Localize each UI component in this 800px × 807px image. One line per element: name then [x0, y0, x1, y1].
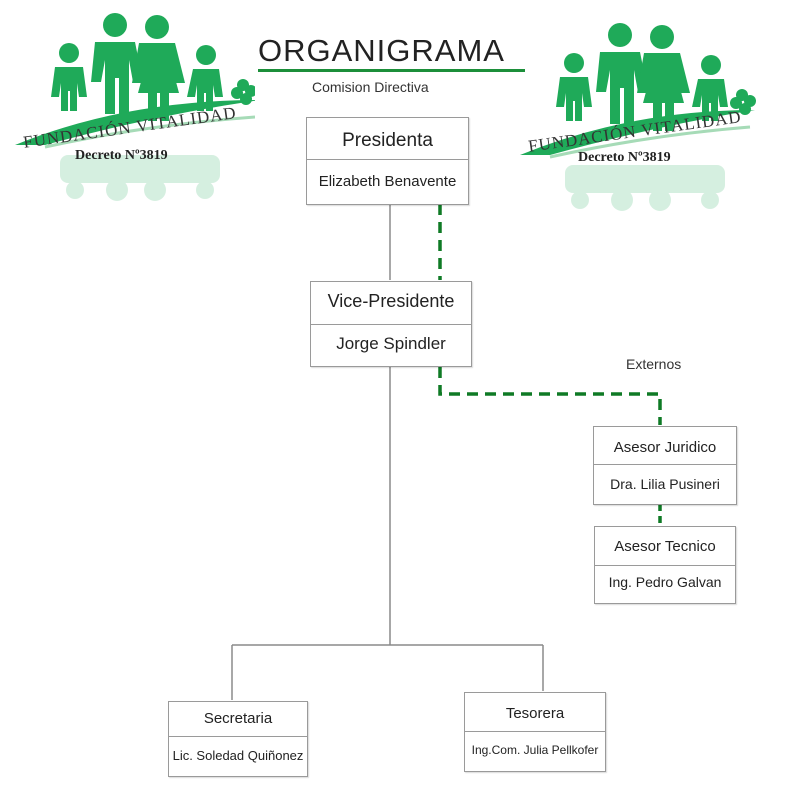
dashed-vice-externos: [438, 367, 662, 425]
node-presidenta: Presidenta Elizabeth Benavente: [306, 117, 469, 205]
node-asesor-juridico: Asesor Juridico Dra. Lilia Pusineri: [593, 426, 737, 505]
node-role: Asesor Tecnico: [614, 538, 716, 555]
node-person: Ing. Pedro Galvan: [608, 574, 722, 590]
node-person: Ing.Com. Julia Pellkofer: [471, 743, 599, 757]
logo-right-decree: Decreto Nº3819: [578, 150, 671, 165]
family-logo-icon: [15, 13, 255, 201]
page-subtitle: Comision Directiva: [312, 79, 429, 95]
node-role: Secretaria: [203, 710, 273, 727]
node-role: Tesorera: [505, 705, 565, 722]
node-vicepresidente: Vice-Presidente Jorge Spindler: [310, 281, 472, 367]
node-person: Dra. Lilia Pusineri: [610, 476, 720, 492]
node-role: Asesor Juridico: [613, 439, 717, 456]
node-secretaria: Secretaria Lic. Soledad Quiñonez: [168, 701, 308, 777]
logo-left-decree: Decreto Nº3819: [75, 148, 168, 163]
node-asesor-tecnico: Asesor Tecnico Ing. Pedro Galvan: [594, 526, 736, 604]
node-role: Vice-Presidente: [327, 291, 455, 311]
node-person: Lic. Soledad Quiñonez: [172, 748, 304, 763]
node-person: Jorge Spindler: [336, 334, 446, 353]
externos-label: Externos: [626, 356, 682, 372]
family-logo-icon: [520, 23, 756, 211]
page-title: ORGANIGRAMA: [258, 33, 505, 68]
logo-left: FUNDACIÓN VITALIDAD Decreto Nº3819: [5, 5, 255, 205]
node-tesorera: Tesorera Ing.Com. Julia Pellkofer: [464, 692, 606, 772]
logo-right: FUNDACIÓN VITALIDAD Decreto Nº3819: [510, 15, 760, 215]
node-person: Elizabeth Benavente: [318, 173, 457, 190]
title-underline: [258, 69, 525, 72]
node-role: Presidenta: [342, 130, 433, 151]
